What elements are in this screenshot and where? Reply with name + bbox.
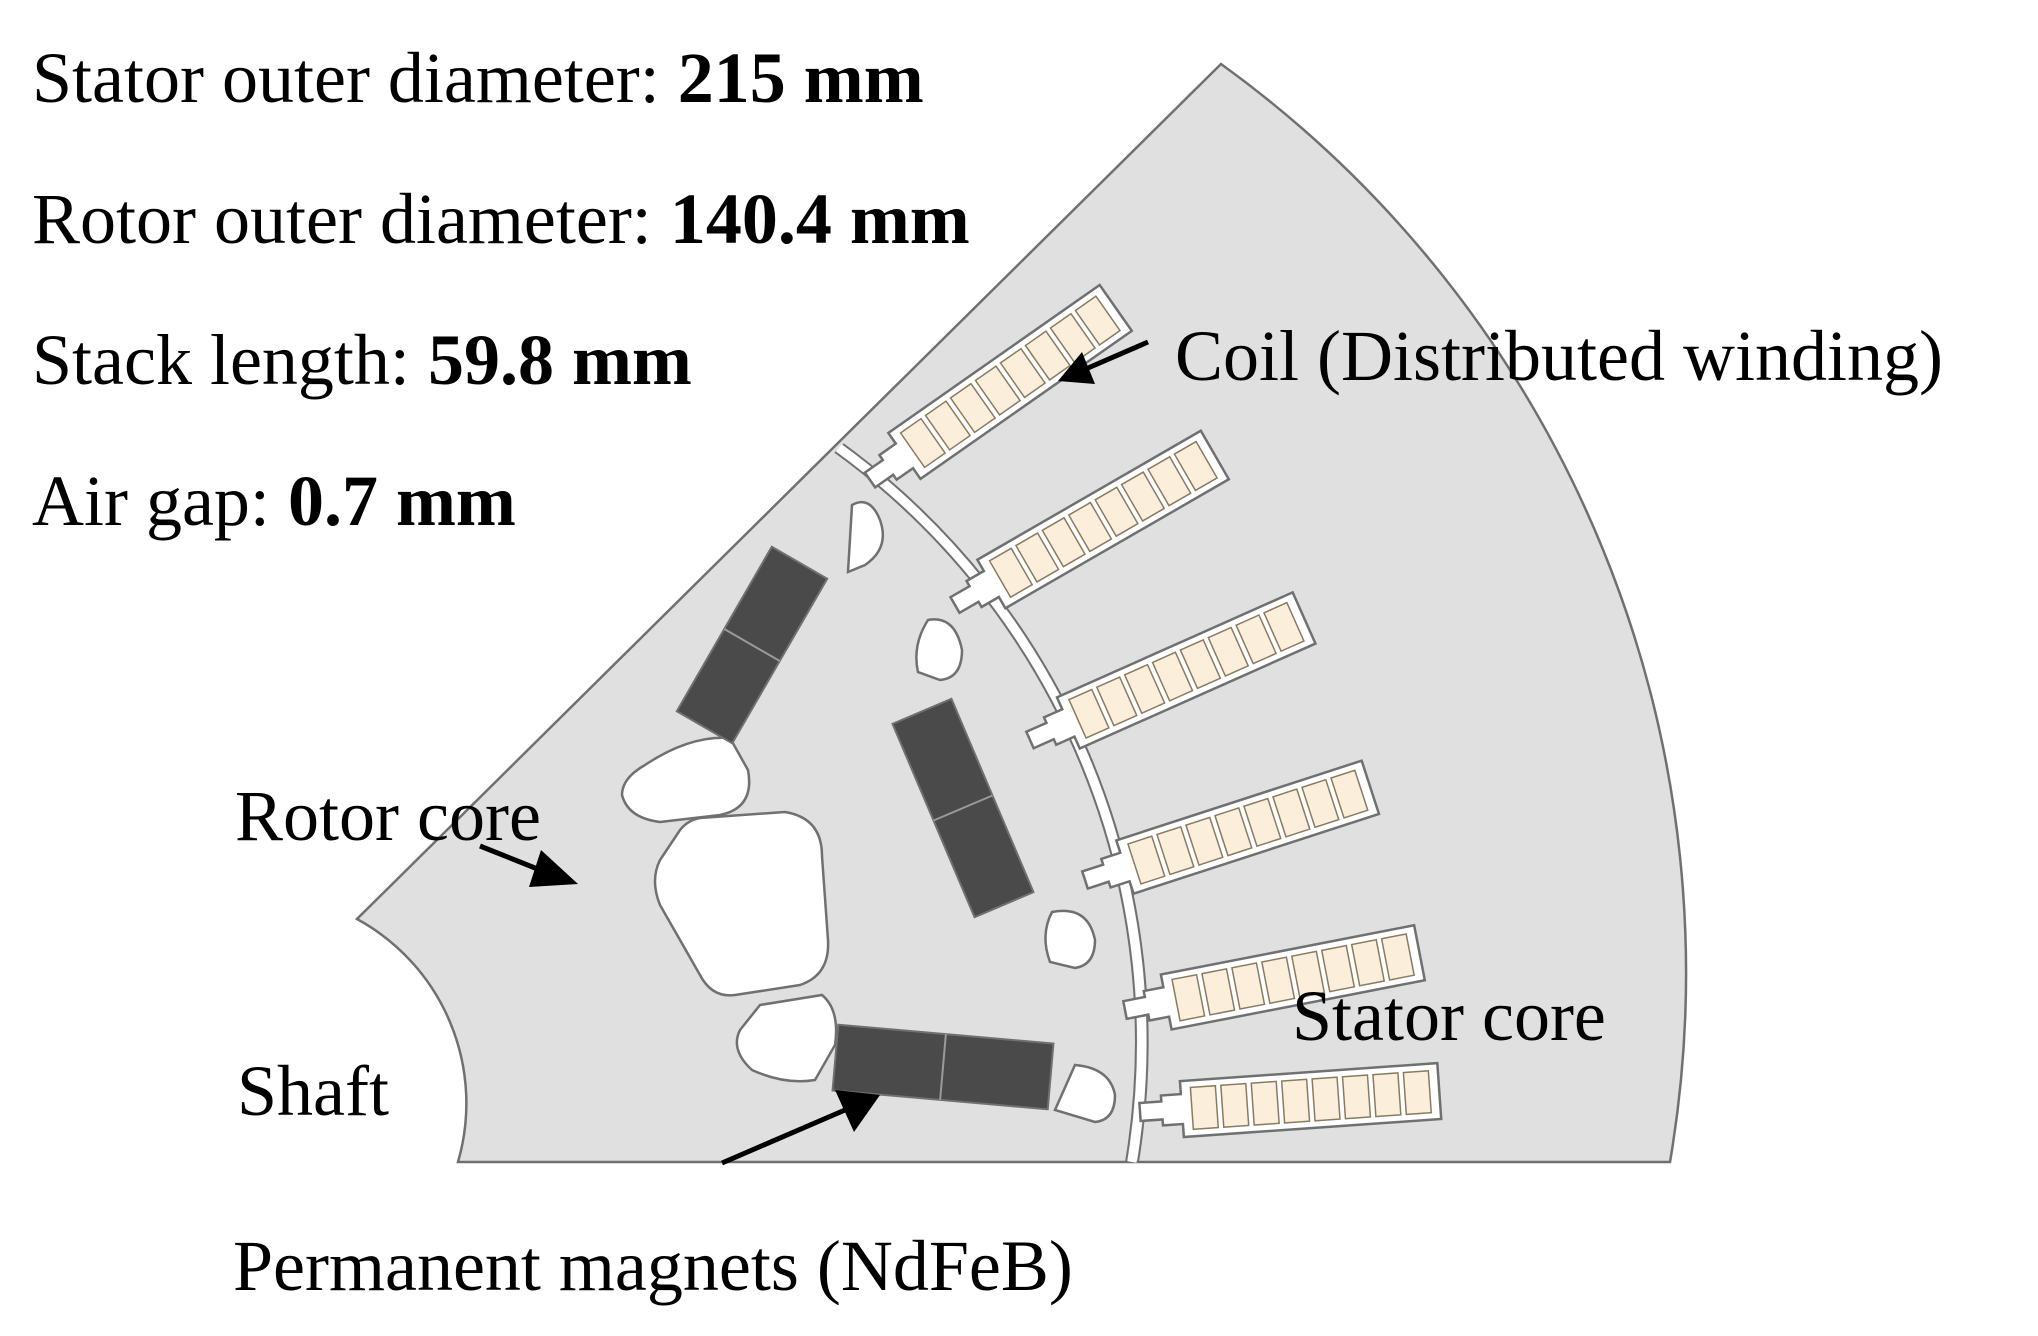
- spec-rotor-outer-diameter: Rotor outer diameter: 140.4 mm: [32, 179, 970, 259]
- coil-conductor: [1330, 769, 1369, 819]
- coil-conductor: [1185, 816, 1224, 866]
- rotor-central-cavity: [653, 810, 830, 997]
- stator-slot: [948, 429, 1231, 615]
- flux-barrier: [735, 993, 838, 1083]
- magnet-3: [831, 1023, 1055, 1111]
- label-coil: Coil (Distributed winding): [1175, 316, 1943, 396]
- coil-conductor: [1235, 614, 1278, 665]
- spec-stack-length: Stack length: 59.8 mm: [32, 320, 692, 400]
- flux-barrier: [846, 500, 885, 574]
- coil-conductor: [1146, 455, 1192, 507]
- coil-conductor: [1260, 956, 1296, 1005]
- coil-conductor: [949, 382, 997, 434]
- coil-conductor: [1214, 807, 1253, 857]
- coil-conductor: [1372, 1072, 1402, 1118]
- magnet-1: [675, 545, 829, 745]
- coil-conductor: [1024, 330, 1072, 381]
- label-permanent-magnets: Permanent magnets (NdFeB): [233, 1226, 1073, 1306]
- coil-conductor: [988, 547, 1034, 599]
- coil-conductor: [1151, 651, 1194, 702]
- coil-conductor: [1220, 1082, 1250, 1128]
- stator-slot: [863, 283, 1134, 490]
- coil-conductor: [1380, 933, 1416, 981]
- stator-slot: [1024, 590, 1318, 751]
- coil-conductor: [1207, 626, 1250, 677]
- coil-conductor: [1171, 973, 1206, 1022]
- coil-conductor: [1074, 295, 1122, 346]
- coil-conductor: [899, 417, 947, 469]
- label-rotor-core: Rotor core: [235, 776, 541, 856]
- coil-conductor: [1250, 1080, 1280, 1126]
- coil-conductor: [999, 347, 1047, 399]
- stator-slots: [863, 283, 1443, 1139]
- spec-air-gap: Air gap: 0.7 mm: [32, 461, 516, 541]
- coil-conductor: [1123, 663, 1166, 715]
- coil-conductor: [1156, 825, 1195, 876]
- coil-conductor: [974, 365, 1022, 416]
- magnet-2: [891, 697, 1035, 919]
- coil-conductor: [1320, 944, 1356, 993]
- label-shaft: Shaft: [237, 1051, 389, 1131]
- coil-conductor: [1350, 938, 1386, 987]
- coil-conductor: [924, 400, 972, 451]
- coil-conductor: [1201, 967, 1236, 1016]
- coil-conductor: [1290, 950, 1326, 999]
- coil-conductor: [1014, 532, 1060, 583]
- coil-conductor: [1243, 797, 1282, 848]
- coil-conductor: [1094, 486, 1139, 538]
- flux-barrier: [620, 736, 751, 824]
- coil-conductor: [1067, 501, 1113, 553]
- flux-barrier: [1044, 909, 1097, 970]
- coil-conductor: [1179, 638, 1222, 690]
- air-gap-outer-edge: [842, 443, 1149, 1163]
- rotor-core-arrow: [479, 843, 578, 887]
- coil-conductor: [1049, 312, 1097, 364]
- stator-slot: [1080, 759, 1381, 896]
- stator-slot: [1138, 1061, 1443, 1139]
- coil-conductor: [1041, 516, 1087, 568]
- coil-conductor: [1263, 601, 1305, 653]
- coil-conductor: [1272, 788, 1311, 838]
- coil-conductor: [1189, 1084, 1220, 1131]
- coil-conductor: [1301, 778, 1340, 829]
- coil-conductor: [1095, 676, 1138, 727]
- coil-conductor: [1402, 1069, 1433, 1116]
- air-gap: [836, 444, 1147, 1163]
- coil-conductor: [1280, 1078, 1311, 1124]
- coil-arrow: [1058, 339, 1149, 384]
- label-stator-core: Stator core: [1292, 976, 1606, 1056]
- flux-barrier: [1053, 1063, 1117, 1124]
- coil-conductor: [1341, 1074, 1372, 1120]
- coil-conductor: [1120, 471, 1166, 522]
- coil-conductor: [1311, 1076, 1341, 1122]
- coil-conductor: [1127, 835, 1166, 885]
- flux-barrier: [915, 618, 964, 682]
- stator-slot: [1121, 923, 1427, 1031]
- air-gap-inner-edge: [834, 451, 1137, 1163]
- coil-conductor: [1067, 688, 1110, 740]
- magnet-arrow: [721, 1090, 880, 1166]
- spec-stator-outer-diameter: Stator outer diameter: 215 mm: [32, 38, 924, 118]
- coil-conductor: [1231, 962, 1266, 1010]
- coil-conductor: [1173, 440, 1219, 492]
